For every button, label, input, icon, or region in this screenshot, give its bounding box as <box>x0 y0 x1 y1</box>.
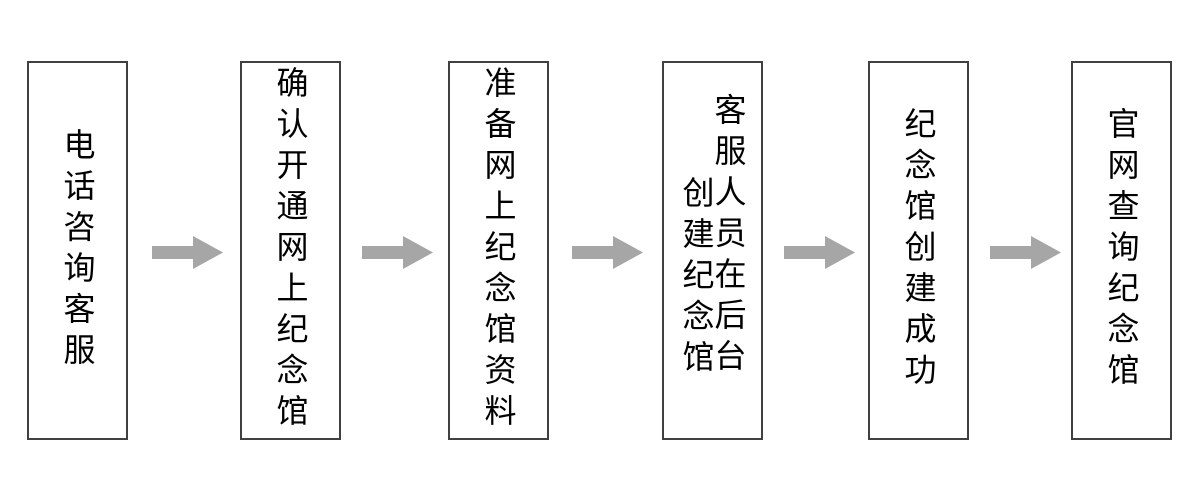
arrow-step2-to-step3 <box>362 236 433 269</box>
process-box-support-staff-creates-memorial-backend[interactable]: 客服人员在后台创建纪念馆 <box>662 61 763 440</box>
process-box-label: 确认开通网上纪念馆 <box>271 66 310 435</box>
process-box-prepare-online-memorial-materials[interactable]: 准备网上纪念馆资料 <box>448 61 549 440</box>
arrow-step1-to-step2 <box>152 236 223 269</box>
right-arrow-icon <box>572 236 643 269</box>
process-box-label: 官网查询纪念馆 <box>1102 107 1141 394</box>
process-box-memorial-created-successfully[interactable]: 纪念馆创建成功 <box>868 61 969 440</box>
right-arrow-icon <box>362 236 433 269</box>
process-box-confirm-open-online-memorial[interactable]: 确认开通网上纪念馆 <box>240 61 341 440</box>
right-arrow-icon <box>990 236 1061 269</box>
arrow-step3-to-step4 <box>572 236 643 269</box>
arrow-step5-to-step6 <box>990 236 1061 269</box>
process-box-label-col1: 客服人员在后台 <box>709 93 748 380</box>
process-box-label: 准备网上纪念馆资料 <box>479 66 518 435</box>
process-box-query-memorial-on-official-site[interactable]: 官网查询纪念馆 <box>1071 61 1172 440</box>
right-arrow-icon <box>784 236 855 269</box>
arrow-step4-to-step5 <box>784 236 855 269</box>
right-arrow-icon <box>152 236 223 269</box>
process-box-label: 电话咨询客服 <box>58 127 97 374</box>
process-box-label-col2: 创建纪念馆 <box>677 176 716 381</box>
process-box-phone-consult-support[interactable]: 电话咨询客服 <box>27 61 128 440</box>
process-box-label: 纪念馆创建成功 <box>899 107 938 394</box>
